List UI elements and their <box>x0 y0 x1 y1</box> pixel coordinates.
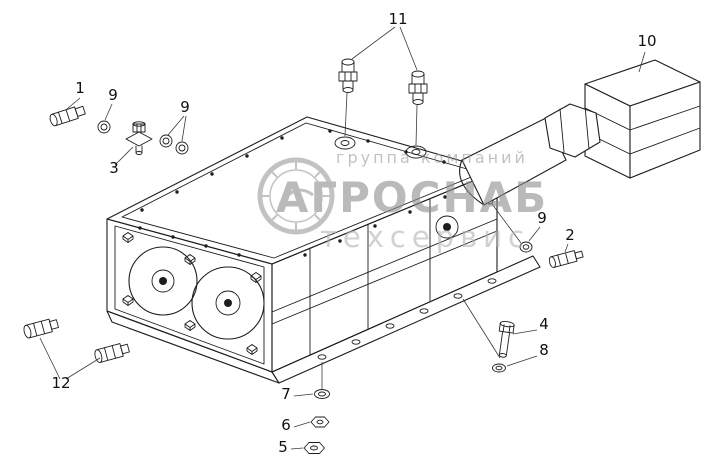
watermark-emblem <box>257 157 335 235</box>
callout-label-9c: 9 <box>537 209 547 227</box>
callout-label-8: 8 <box>539 341 549 359</box>
leader-line <box>104 103 113 121</box>
fitting-11-b <box>408 70 428 146</box>
nut-part-5 <box>303 442 325 454</box>
callout-label-2: 2 <box>565 226 575 244</box>
front-face-bolts <box>122 232 262 355</box>
nut-part-6 <box>310 416 330 428</box>
watermark-line-2: АГРОСНАБ <box>276 173 548 222</box>
leader-line <box>167 115 187 142</box>
end-block-part-10 <box>584 59 701 179</box>
callout-label-7: 7 <box>281 385 291 403</box>
washer-part-9-left <box>97 120 111 134</box>
washer-part-7 <box>314 389 330 399</box>
watermark-line-3: техсервис <box>320 220 530 254</box>
callout-label-12: 12 <box>51 374 70 392</box>
leader-line <box>351 26 418 71</box>
flange-bolt-holes <box>317 278 497 360</box>
watermark: группа компаний АГРОСНАБ техсервис <box>257 148 548 254</box>
washer-part-8 <box>492 363 506 373</box>
callouts: 1 9 3 9 11 10 9 2 4 8 7 6 5 12 <box>39 10 657 456</box>
callout-label-10: 10 <box>637 32 656 50</box>
leader-line <box>293 421 311 428</box>
callout-label-11: 11 <box>388 10 407 28</box>
fittings-part-12 <box>23 318 130 363</box>
leader-line <box>512 329 538 335</box>
callout-label-4: 4 <box>539 315 549 333</box>
elbow-fitting-part-3 <box>125 121 153 155</box>
fittings-part-11 <box>338 58 428 146</box>
fitting-part-1 <box>49 105 86 127</box>
leader-line <box>290 447 304 450</box>
callout-label-6: 6 <box>281 416 291 434</box>
cylinder-assembly <box>459 103 601 206</box>
callout-label-3: 3 <box>109 159 119 177</box>
bolt-part-4 <box>498 321 515 358</box>
leader-line <box>528 226 541 242</box>
leader-line <box>506 355 538 367</box>
base-flange <box>106 255 541 384</box>
callout-label-5: 5 <box>278 438 288 456</box>
fitting-11-a <box>338 58 358 137</box>
callout-label-9a: 9 <box>108 86 118 104</box>
leader-line <box>66 97 81 110</box>
washer-part-9-right <box>491 203 533 253</box>
fitting-12-b <box>94 343 130 363</box>
leader-line <box>293 393 314 397</box>
leader-line <box>39 337 101 380</box>
watermark-line-1: группа компаний <box>336 148 528 167</box>
leader-line <box>564 243 569 253</box>
leader-line <box>114 146 134 166</box>
callout-label-9b: 9 <box>180 98 190 116</box>
callout-label-1: 1 <box>75 79 85 97</box>
washers-part-9-pair <box>159 134 189 155</box>
fitting-part-2 <box>548 250 584 268</box>
housing-front-face <box>106 218 273 373</box>
bolt-4-guide-line <box>462 298 501 359</box>
fitting-12-a <box>23 318 59 339</box>
leader-line <box>638 51 646 73</box>
